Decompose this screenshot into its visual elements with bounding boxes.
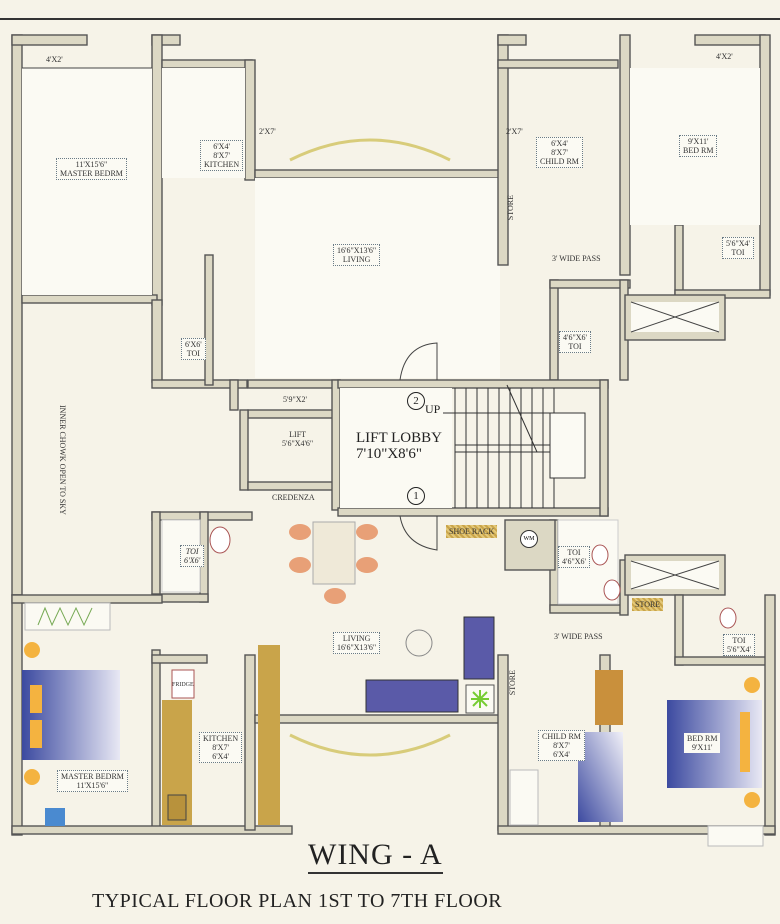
ur-child-size1: 6'X4' (551, 139, 568, 148)
ul-kitchen-size1: 6'X4' (213, 142, 230, 151)
lower-kitchen-name: KITCHEN (203, 734, 239, 743)
ul-master-bedroom-size: 11'X15'6" (75, 160, 108, 169)
ur-store-label: STORE (506, 195, 515, 221)
top-border-line (0, 18, 780, 20)
lower-living-size: 16'6"X13'6" (337, 643, 377, 652)
ur-door-label: 2'X7' (506, 127, 523, 136)
ur-child-room-label: 6'X4' 8'X7' CHILD RM (536, 137, 583, 168)
lower-living-label: LIVING 16'6"X13'6" (333, 632, 381, 654)
lower-bedroom-label: BED RM 9'X11' (684, 733, 721, 753)
ll-toilet-size: 6'X6' (184, 556, 201, 565)
lm-toilet-size: 4'6"X6' (562, 557, 586, 566)
wing-title: WING - A (308, 838, 443, 874)
lift-lobby-label: LIFT LOBBY 7'10"X8'6" (356, 430, 442, 462)
lower-living-name: LIVING (342, 634, 371, 643)
lower-store-vertical-label: STORE (508, 670, 517, 696)
ul-master-bedroom-name: MASTER BEDRM (60, 169, 123, 178)
courtyard-label: INNER CHOWK OPEN TO SKY (58, 405, 67, 515)
lm-toilet-name: TOI (567, 548, 581, 557)
washing-machine-icon: WM (520, 530, 538, 548)
ur-child-size2: 8'X7' (551, 148, 568, 157)
ul-living-size: 16'6"X13'6" (337, 246, 377, 255)
ul-kitchen-label: 6'X4' 8'X7' KITCHEN (200, 140, 244, 171)
ur-toilet2-label: 4'6"X6' TOI (559, 331, 591, 353)
ul-toilet-size: 6'X6' (185, 340, 202, 349)
ur-bedroom-size: 9'X11' (688, 137, 709, 146)
ll-toilet-name: TOI (185, 547, 199, 556)
lower-bedroom-name: BED RM (687, 734, 718, 743)
lower-pass-label: 3' WIDE PASS (554, 632, 603, 641)
lower-bedroom-size: 9'X11' (692, 743, 713, 752)
lift-name: LIFT (289, 430, 307, 439)
ul-toilet-name: TOI (186, 349, 200, 358)
ur-bedroom-label: 9'X11' BED RM (679, 135, 718, 157)
ul-kitchen-door-label: 2'X7' (259, 127, 276, 136)
lower-child-room-size1: 8'X7' (553, 741, 570, 750)
ur-toilet1-name: TOI (731, 248, 745, 257)
ur-child-name: CHILD RM (540, 157, 579, 166)
lower-store-label: STORE (632, 598, 664, 611)
lr-toilet-size: 5'6"X4' (727, 645, 751, 654)
lift-lobby-name: LIFT LOBBY (356, 430, 442, 446)
ur-toilet1-size: 5'6"X4' (726, 239, 750, 248)
lower-kitchen-label: KITCHEN 8'X7' 6'X4' (199, 732, 243, 763)
credenza-label: CREDENZA (272, 493, 315, 502)
floor-plan-subtitle: TYPICAL FLOOR PLAN 1ST TO 7TH FLOOR (92, 890, 503, 912)
lower-child-room-size2: 6'X4' (553, 750, 570, 759)
shoe-rack-label: SHOE RACK (446, 525, 498, 538)
lower-child-room-name: CHILD RM (542, 732, 581, 741)
fridge-label: FRIDGE (172, 682, 194, 688)
ul-toilet-label: 6'X6' TOI (181, 338, 206, 360)
ul-master-bedroom-label: 11'X15'6" MASTER BEDRM (56, 158, 127, 180)
ul-living-name: LIVING (342, 255, 371, 264)
ul-kitchen-size2: 8'X7' (213, 151, 230, 160)
lower-child-room-label: CHILD RM 8'X7' 6'X4' (538, 730, 585, 761)
stair-marker-2: 2 (407, 392, 425, 410)
ur-balcony-label: 4'X2' (716, 52, 733, 61)
lower-master-bedroom-name: MASTER BEDRM (61, 772, 124, 781)
lr-toilet-name: TOI (732, 636, 746, 645)
lower-master-bedroom-size: 11'X15'6" (76, 781, 109, 790)
ll-toilet-label: TOI 6'X6' (180, 545, 205, 567)
stair-marker-1: 1 (407, 487, 425, 505)
ur-pass-label: 3' WIDE PASS (552, 254, 601, 263)
lr-toilet-label: TOI 5'6"X4' (723, 634, 755, 656)
stair-up-label: UP (425, 402, 441, 416)
lower-kitchen-size2: 6'X4' (212, 752, 229, 761)
ur-toilet1-label: 5'6"X4' TOI (722, 237, 754, 259)
ul-balcony-label: 4'X2' (46, 55, 63, 64)
lift-lobby-size: 7'10"X8'6" (356, 446, 422, 462)
lift-label: LIFT 5'6"X4'6" (282, 430, 313, 448)
lift-size: 5'6"X4'6" (282, 439, 314, 448)
ur-toilet2-name: TOI (568, 342, 582, 351)
ul-passage-label: 5'9"X2' (283, 395, 307, 404)
ur-bedroom-name: BED RM (683, 146, 714, 155)
lower-kitchen-size1: 8'X7' (212, 743, 229, 752)
ur-toilet2-size: 4'6"X6' (563, 333, 587, 342)
lm-toilet-label: TOI 4'6"X6' (558, 546, 590, 568)
ul-living-label: 16'6"X13'6" LIVING (333, 244, 381, 266)
ul-kitchen-name: KITCHEN (204, 160, 240, 169)
lower-master-bedroom-label: MASTER BEDRM 11'X15'6" (57, 770, 128, 792)
